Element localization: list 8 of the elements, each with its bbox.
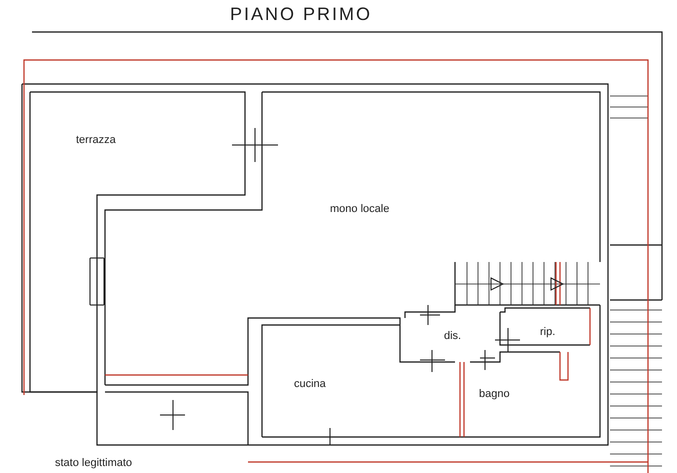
room-label: mono locale <box>330 204 390 215</box>
plan-note: stato legittimato <box>55 458 132 469</box>
room-label: dis. <box>444 331 462 342</box>
room-label: bagno <box>479 389 510 400</box>
plan-title: PIANO PRIMO <box>230 3 372 26</box>
room-label: terrazza <box>76 135 116 146</box>
room-label: cucina <box>294 379 326 390</box>
room-label: rip. <box>540 327 556 338</box>
